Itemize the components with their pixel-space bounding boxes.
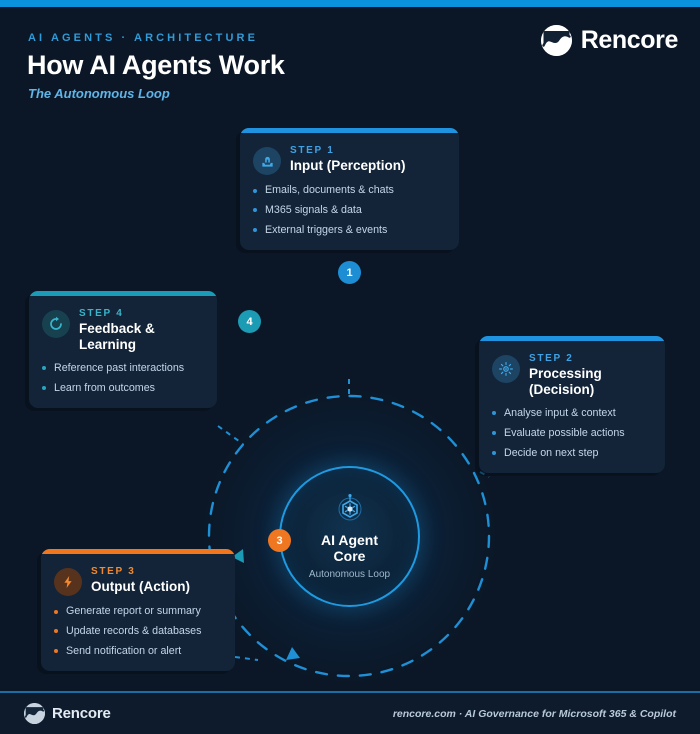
diagram-stage: AI Agent Core Autonomous Loop 1 4 3 bbox=[0, 117, 700, 686]
card-accent-bar bbox=[479, 336, 665, 341]
list-item: External triggers & events bbox=[253, 224, 446, 238]
ai-agent-core[interactable]: AI Agent Core Autonomous Loop bbox=[279, 466, 420, 607]
list-item: Decide on next step bbox=[492, 447, 652, 461]
list-item: Send notification or alert bbox=[54, 645, 222, 659]
card-step-2-bullets: Analyse input & context Evaluate possibl… bbox=[492, 407, 652, 461]
card-step-1-input[interactable]: STEP 1 Input (Perception) Emails, docume… bbox=[240, 128, 459, 250]
list-item: Reference past interactions bbox=[42, 362, 204, 376]
card-step-4-feedback[interactable]: STEP 4 Feedback & Learning Reference pas… bbox=[29, 291, 217, 408]
page-subtitle: The Autonomous Loop bbox=[28, 86, 170, 101]
card-step-3-bullets: Generate report or summary Update record… bbox=[54, 605, 222, 659]
card-step-1-title: Input (Perception) bbox=[290, 158, 406, 173]
card-step-2-label: STEP 2 bbox=[529, 353, 574, 364]
brand-logo-footer[interactable]: Rencore bbox=[24, 703, 111, 724]
list-item: M365 signals & data bbox=[253, 204, 446, 218]
footer-note: rencore.com · AI Governance for Microsof… bbox=[392, 708, 676, 720]
footer-divider bbox=[0, 691, 700, 693]
card-accent-bar bbox=[41, 549, 235, 554]
card-step-4-bullets: Reference past interactions Learn from o… bbox=[42, 362, 204, 396]
list-item: Analyse input & context bbox=[492, 407, 652, 421]
loop-badge-4[interactable]: 4 bbox=[238, 310, 261, 333]
list-item: Learn from outcomes bbox=[42, 382, 204, 396]
list-item: Evaluate possible actions bbox=[492, 427, 652, 441]
card-step-1-label: STEP 1 bbox=[290, 145, 335, 156]
loop-badge-1-number: 1 bbox=[346, 266, 353, 279]
card-step-4-label: STEP 4 bbox=[79, 308, 124, 319]
card-step-3-label: STEP 3 bbox=[91, 566, 136, 577]
card-step-3-output[interactable]: STEP 3 Output (Action) Generate report o… bbox=[41, 549, 235, 671]
loop-connector-stubs bbox=[217, 379, 490, 661]
core-title: AI Agent Core bbox=[320, 532, 379, 564]
loop-badge-4-number: 4 bbox=[246, 315, 253, 328]
inbox-tray-icon bbox=[253, 147, 281, 175]
page-footer: Rencore rencore.com · AI Governance for … bbox=[0, 693, 700, 734]
card-step-3-title: Output (Action) bbox=[91, 579, 190, 594]
page-title: How AI Agents Work bbox=[27, 50, 285, 80]
card-step-1-bullets: Emails, documents & chats M365 signals &… bbox=[253, 184, 446, 238]
brand-logo-header[interactable]: Rencore bbox=[540, 25, 679, 56]
gear-sun-processing-icon bbox=[492, 355, 520, 383]
core-subtitle: Autonomous Loop bbox=[308, 568, 391, 580]
card-accent-bar bbox=[29, 291, 217, 296]
card-step-2-title: Processing (Decision) bbox=[529, 366, 602, 397]
loop-badge-3[interactable]: 3 bbox=[268, 529, 291, 552]
refresh-cycle-icon bbox=[42, 310, 70, 338]
rencore-wave-logo-icon bbox=[24, 703, 45, 724]
rencore-wave-logo-icon bbox=[540, 25, 572, 56]
list-item: Update records & databases bbox=[54, 625, 222, 639]
hexagon-network-icon bbox=[335, 493, 365, 528]
card-accent-bar bbox=[240, 128, 459, 133]
top-accent-bar bbox=[0, 0, 700, 7]
card-step-4-title: Feedback & Learning bbox=[79, 321, 155, 352]
list-item: Generate report or summary bbox=[54, 605, 222, 619]
eyebrow-label: AI AGENTS · ARCHITECTURE bbox=[28, 32, 259, 44]
card-step-2-processing[interactable]: STEP 2 Processing (Decision) Analyse inp… bbox=[479, 336, 665, 473]
brand-name-footer: Rencore bbox=[52, 705, 111, 722]
loop-badge-1[interactable]: 1 bbox=[338, 261, 361, 284]
loop-badge-3-number: 3 bbox=[276, 534, 283, 547]
list-item: Emails, documents & chats bbox=[253, 184, 446, 198]
lightning-bolt-icon bbox=[54, 568, 82, 596]
page-header: AI AGENTS · ARCHITECTURE How AI Agents W… bbox=[0, 7, 700, 117]
brand-name-header: Rencore bbox=[580, 26, 679, 54]
